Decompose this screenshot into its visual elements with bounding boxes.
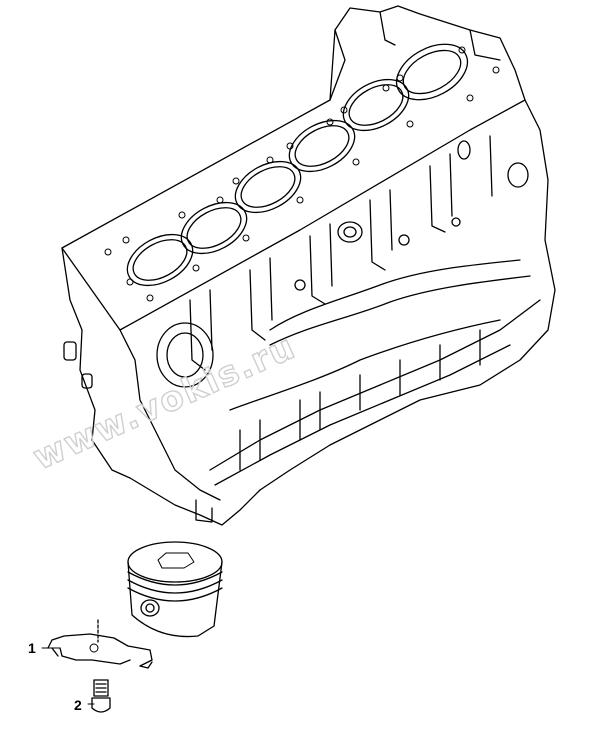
oil-gallery-port	[337, 221, 363, 243]
piston-pin-boss	[140, 599, 160, 617]
block-ribs	[189, 135, 493, 371]
piston-skirt	[127, 561, 223, 638]
watermark: www.vokis.ru	[27, 327, 302, 479]
part-1-nozzle	[47, 619, 153, 669]
callout-number-1: 1	[28, 640, 36, 656]
piston	[127, 541, 223, 638]
bore-4	[288, 119, 356, 173]
block-right-face	[259, 99, 556, 491]
bore-6	[395, 43, 469, 101]
main-bearing-opening	[156, 322, 214, 388]
callout-number-2: 2	[74, 697, 82, 713]
cylinder-bores	[126, 43, 469, 287]
block-top-deck	[61, 5, 526, 331]
piston-ring-grooves	[127, 571, 223, 586]
head-bolt-holes	[104, 46, 500, 302]
block-front-face	[61, 247, 261, 526]
part-2-bolt	[91, 679, 111, 713]
cylinder-block	[61, 5, 556, 526]
bore-1	[126, 233, 194, 287]
piston-crown	[127, 541, 223, 583]
bore-2	[180, 201, 248, 255]
bore-3	[234, 160, 302, 214]
bore-5	[342, 78, 410, 132]
